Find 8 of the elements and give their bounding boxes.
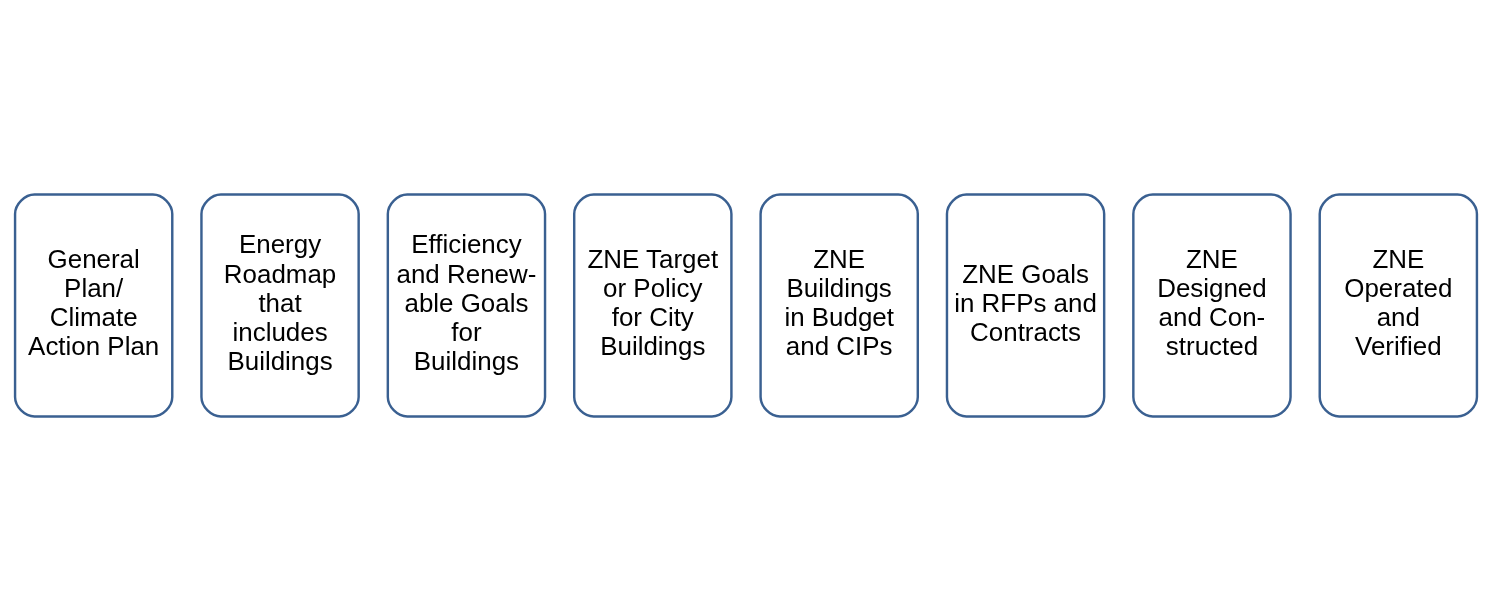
node-box: General Plan/ Climate Action Plan <box>13 193 174 418</box>
node-box: Efficiency and Renew- able Goals for Buildings <box>386 193 547 418</box>
node-box: Energy Roadmap that includes Buildings <box>200 193 360 418</box>
node-box: ZNE Designed and Con- structed <box>1132 193 1292 418</box>
node-box: ZNE Operated and Verified <box>1318 193 1479 418</box>
node-box: ZNE Buildings in Budget and CIPs <box>759 193 919 418</box>
node-box: ZNE Target or Policy for City Buildings <box>573 193 733 418</box>
node-box: ZNE Goals in RFPs and Contracts <box>945 193 1106 418</box>
